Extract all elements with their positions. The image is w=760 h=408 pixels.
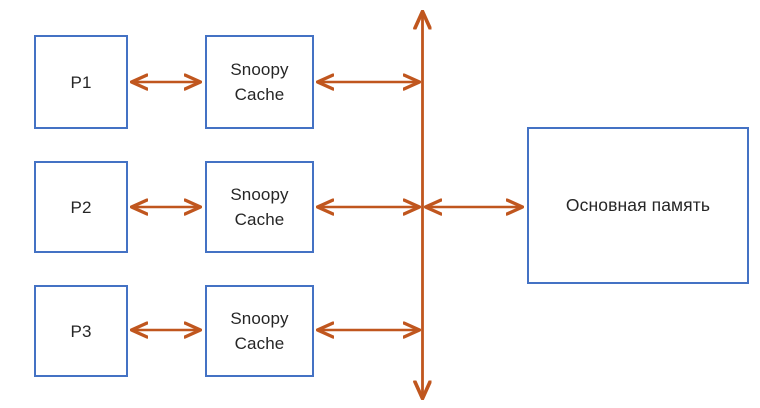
main-memory-box[interactable]: Основная память xyxy=(527,127,749,284)
processor-label-p3: P3 xyxy=(70,321,92,341)
snoopy-cache-label-1: Snoopy Cache xyxy=(230,60,289,104)
snoopy-cache-box-1[interactable]: Snoopy Cache xyxy=(205,35,314,129)
snoopy-cache-box-2[interactable]: Snoopy Cache xyxy=(205,161,314,253)
processor-box-p2[interactable]: P2 xyxy=(34,161,128,253)
processor-label-p1: P1 xyxy=(70,72,92,92)
snoopy-cache-label-2: Snoopy Cache xyxy=(230,185,289,229)
processor-box-p3[interactable]: P3 xyxy=(34,285,128,377)
processor-label-p2: P2 xyxy=(70,197,92,217)
snoopy-cache-box-3[interactable]: Snoopy Cache xyxy=(205,285,314,377)
processor-box-p1[interactable]: P1 xyxy=(34,35,128,129)
main-memory-label: Основная память xyxy=(565,195,711,215)
snoopy-cache-label-3: Snoopy Cache xyxy=(230,309,289,353)
